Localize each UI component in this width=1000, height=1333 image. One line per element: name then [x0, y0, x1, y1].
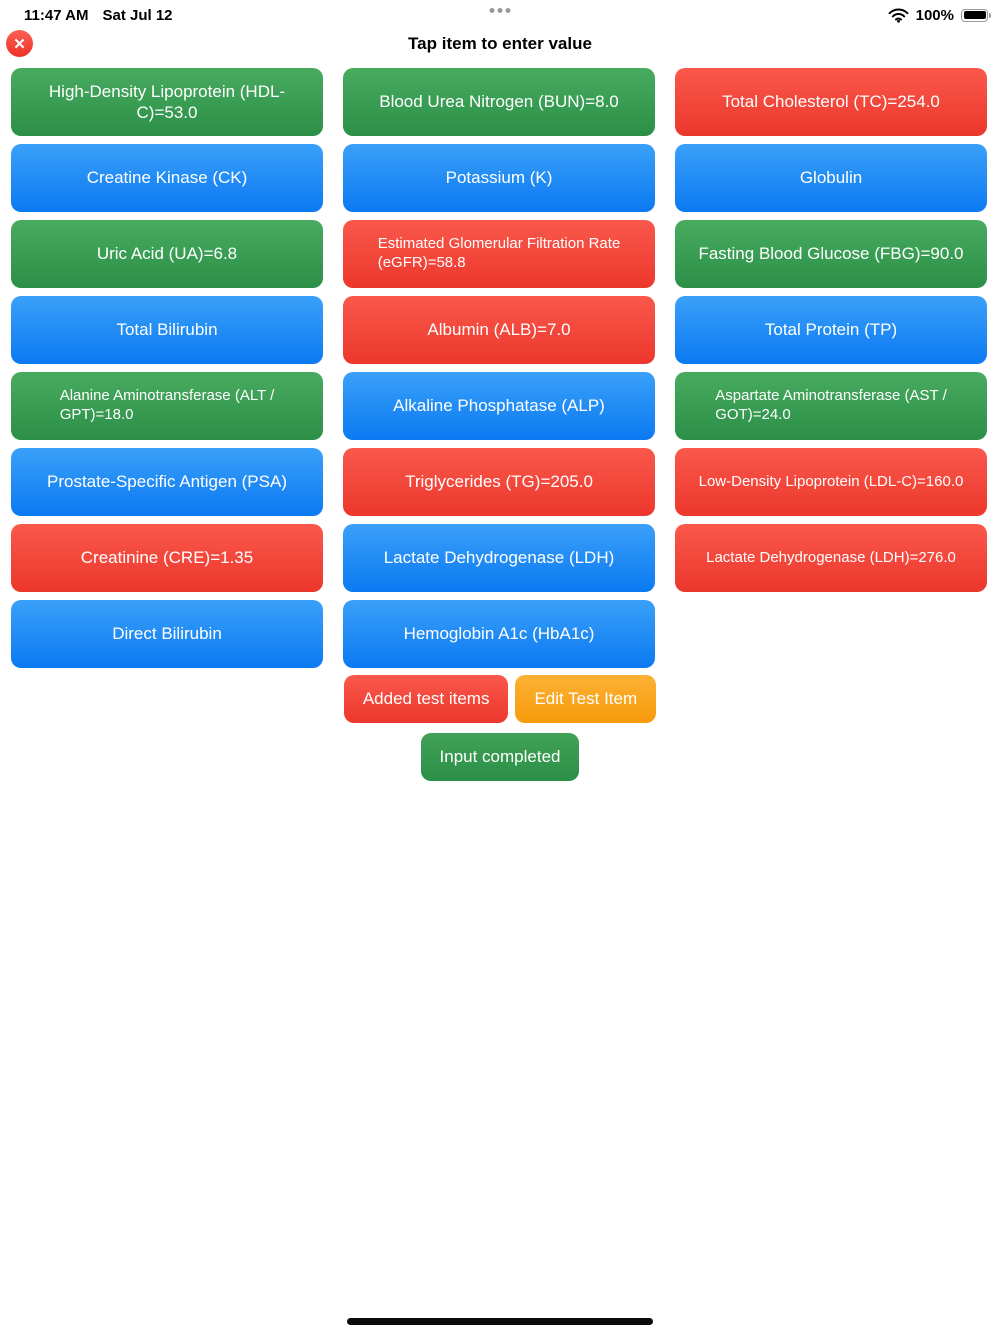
test-item-label: Total Cholesterol (TC)=254.0 [722, 92, 940, 112]
home-indicator[interactable] [347, 1318, 653, 1325]
test-item-label: Hemoglobin A1c (HbA1c) [403, 624, 595, 644]
test-item-button-egfr[interactable]: Estimated Glomerular Filtration Rate (eG… [343, 220, 655, 288]
test-item-label: Lactate Dehydrogenase (LDH)=276.0 [706, 548, 956, 566]
test-item-label: Creatinine (CRE)=1.35 [80, 548, 254, 568]
status-left: 11:47 AM Sat Jul 12 [24, 7, 173, 24]
test-item-button-ldh-value[interactable]: Lactate Dehydrogenase (LDH)=276.0 [675, 524, 987, 592]
test-item-label: Fasting Blood Glucose (FBG)=90.0 [698, 244, 964, 264]
header: ✕ Tap item to enter value [0, 26, 1000, 68]
test-item-label: Total Bilirubin [116, 320, 218, 340]
test-item-label: Alanine Aminotransferase (ALT / GPT)=18.… [59, 387, 275, 423]
test-item-button-alb[interactable]: Albumin (ALB)=7.0 [343, 296, 655, 364]
multitasking-ellipsis-icon[interactable] [489, 8, 511, 13]
test-item-label: Total Protein (TP) [764, 320, 898, 340]
close-button[interactable]: ✕ [6, 30, 33, 57]
wifi-icon [888, 8, 909, 23]
test-item-label: Albumin (ALB)=7.0 [427, 320, 571, 340]
test-item-label: Uric Acid (UA)=6.8 [96, 244, 238, 264]
test-item-button-tg[interactable]: Triglycerides (TG)=205.0 [343, 448, 655, 516]
test-item-label: Lactate Dehydrogenase (LDH) [383, 548, 615, 568]
close-icon: ✕ [13, 35, 26, 53]
test-item-label: Aspartate Aminotransferase (AST / GOT)=2… [715, 387, 947, 423]
test-item-label: Blood Urea Nitrogen (BUN)=8.0 [379, 92, 619, 112]
test-item-button-alp[interactable]: Alkaline Phosphatase (ALP) [343, 372, 655, 440]
battery-percent: 100% [915, 6, 954, 24]
test-item-label: Estimated Glomerular Filtration Rate (eG… [377, 235, 621, 271]
test-item-button-tp[interactable]: Total Protein (TP) [675, 296, 987, 364]
status-date: Sat Jul 12 [102, 6, 173, 24]
test-item-label: Globulin [799, 168, 863, 188]
test-item-label: Creatine Kinase (CK) [86, 168, 248, 188]
test-item-button-cre[interactable]: Creatinine (CRE)=1.35 [11, 524, 323, 592]
test-item-button-hdl[interactable]: High-Density Lipoprotein (HDL-C)=53.0 [11, 68, 323, 136]
page-title: Tap item to enter value [408, 34, 592, 53]
status-time: 11:47 AM [24, 6, 89, 24]
action-buttons-row: Added test items Edit Test Item [343, 675, 657, 723]
test-item-button-alt[interactable]: Alanine Aminotransferase (ALT / GPT)=18.… [11, 372, 323, 440]
test-item-button-bun[interactable]: Blood Urea Nitrogen (BUN)=8.0 [343, 68, 655, 136]
test-item-button-psa[interactable]: Prostate-Specific Antigen (PSA) [11, 448, 323, 516]
test-item-label: Prostate-Specific Antigen (PSA) [46, 472, 287, 492]
added-test-items-button[interactable]: Added test items [343, 675, 509, 723]
battery-icon [961, 8, 991, 22]
input-completed-button[interactable]: Input completed [420, 733, 580, 781]
edit-test-item-button[interactable]: Edit Test Item [515, 675, 657, 723]
status-right: 100% [888, 6, 991, 24]
test-item-label: High-Density Lipoprotein (HDL-C)=53.0 [48, 81, 286, 122]
test-item-button-ldl[interactable]: Low-Density Lipoprotein (LDL-C)=160.0 [675, 448, 987, 516]
test-item-button-ua[interactable]: Uric Acid (UA)=6.8 [11, 220, 323, 288]
test-item-label: Direct Bilirubin [112, 624, 222, 644]
status-bar: 11:47 AM Sat Jul 12 100% [0, 0, 1000, 26]
test-item-button-fbg[interactable]: Fasting Blood Glucose (FBG)=90.0 [675, 220, 987, 288]
test-item-label: Low-Density Lipoprotein (LDL-C)=160.0 [698, 472, 964, 490]
test-item-button-ck[interactable]: Creatine Kinase (CK) [11, 144, 323, 212]
action-buttons: Added test items Edit Test Item Input co… [0, 675, 1000, 781]
test-item-button-total-bilirubin[interactable]: Total Bilirubin [11, 296, 323, 364]
test-item-label: Triglycerides (TG)=205.0 [405, 472, 593, 492]
test-item-label: Potassium (K) [445, 168, 553, 188]
test-item-button-ldh[interactable]: Lactate Dehydrogenase (LDH) [343, 524, 655, 592]
test-item-label: Alkaline Phosphatase (ALP) [393, 396, 605, 416]
test-item-grid: High-Density Lipoprotein (HDL-C)=53.0 Bl… [0, 68, 1000, 668]
test-item-button-k[interactable]: Potassium (K) [343, 144, 655, 212]
test-item-button-globulin[interactable]: Globulin [675, 144, 987, 212]
test-item-button-tc[interactable]: Total Cholesterol (TC)=254.0 [675, 68, 987, 136]
test-item-button-ast[interactable]: Aspartate Aminotransferase (AST / GOT)=2… [675, 372, 987, 440]
test-item-button-direct-bilirubin[interactable]: Direct Bilirubin [11, 600, 323, 668]
test-item-button-hba1c[interactable]: Hemoglobin A1c (HbA1c) [343, 600, 655, 668]
